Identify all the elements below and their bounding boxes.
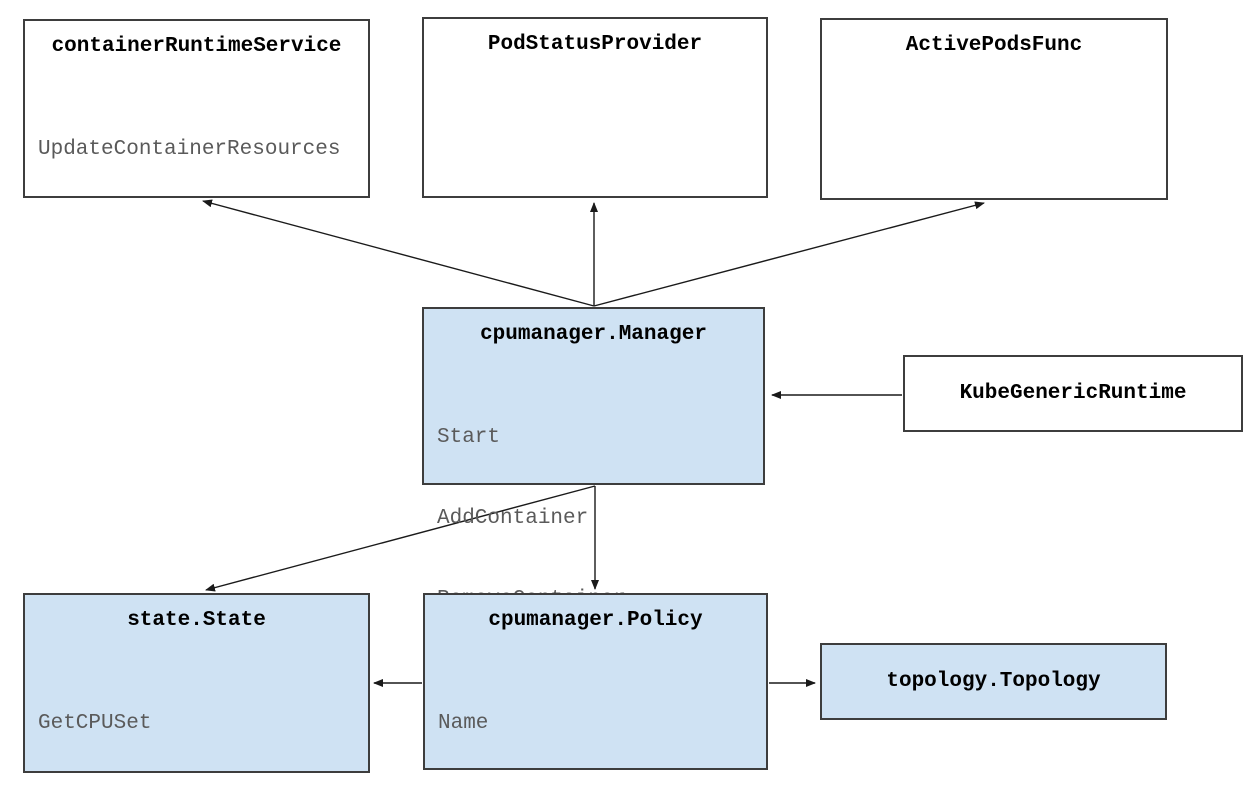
node-title: cpumanager.Policy: [488, 609, 703, 632]
method-label: Start: [437, 426, 501, 449]
node-kube-generic-runtime: KubeGenericRuntime: [903, 355, 1243, 432]
edge-manager-to-active-pods-func: [593, 201, 985, 307]
node-container-runtime-service: containerRuntimeService UpdateContainerR…: [23, 19, 370, 198]
edge-manager-to-state-state: [205, 485, 596, 592]
node-methods: Name AddContainer RemoveContainer: [425, 656, 766, 788]
node-cpumanager-manager: cpumanager.Manager Start AddContainer Re…: [422, 307, 765, 692]
node-pod-status-provider: PodStatusProvider: [422, 17, 768, 198]
method-label: GetCPUSet: [38, 712, 152, 735]
node-title: cpumanager.Manager: [480, 323, 707, 346]
node-title: KubeGenericRuntime: [959, 382, 1187, 405]
node-topology-topology: topology.Topology: [820, 643, 1167, 720]
method-label: Name: [438, 712, 489, 735]
node-cpumanager-policy: cpumanager.Policy Name AddContainer Remo…: [423, 593, 768, 770]
node-title: topology.Topology: [886, 670, 1101, 693]
node-methods: UpdateContainerResources: [25, 82, 368, 217]
node-title: containerRuntimeService: [51, 35, 342, 58]
edge-manager-to-container-runtime-service: [202, 199, 595, 307]
node-active-pods-func: ActivePodsFunc: [820, 18, 1168, 200]
node-title: PodStatusProvider: [487, 33, 703, 56]
node-methods: GetCPUSet GetDefaultCPUSet SetCPUSet Set…: [25, 656, 368, 788]
method-label: AddContainer: [437, 507, 589, 530]
method-label: UpdateContainerResources: [38, 138, 341, 161]
node-title: state.State: [127, 609, 266, 632]
node-state-state: state.State GetCPUSet GetDefaultCPUSet S…: [23, 593, 370, 773]
node-title: ActivePodsFunc: [905, 34, 1083, 57]
